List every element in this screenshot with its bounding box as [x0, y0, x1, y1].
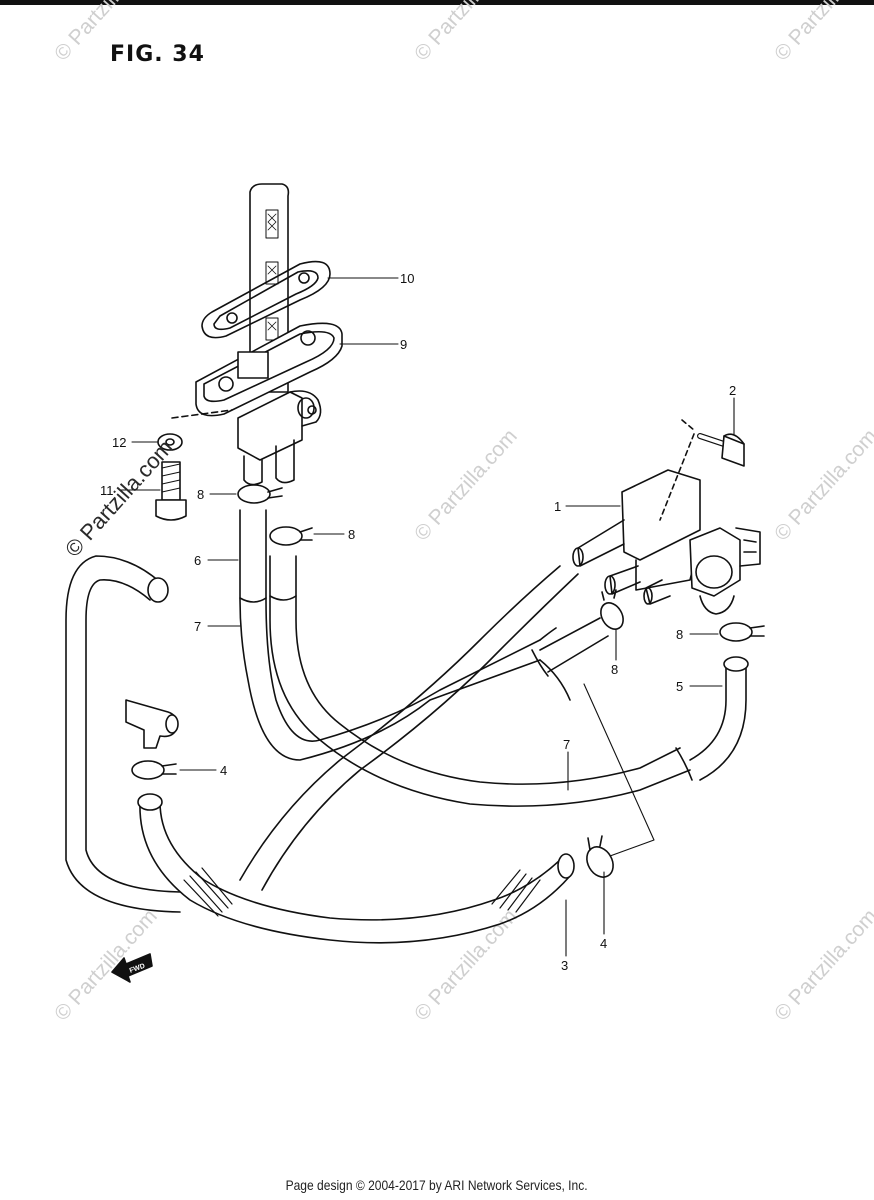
hose-clamp: [237, 484, 283, 504]
bolt: [697, 433, 745, 467]
callout-4: 4: [220, 763, 227, 778]
hose-clamp: [719, 622, 765, 642]
fuel-hose: [675, 656, 749, 781]
callout-11: 11: [100, 483, 114, 498]
fuel-valve-body: [171, 390, 322, 486]
callout-4: 4: [600, 936, 607, 951]
callout-7: 7: [194, 619, 201, 634]
fuel-hose: [137, 793, 575, 944]
top-border: [0, 0, 874, 5]
callout-3: 3: [561, 958, 568, 973]
callout-8: 8: [197, 487, 204, 502]
vent-hose: [65, 555, 181, 913]
callout-8: 8: [676, 627, 683, 642]
hose-clamp: [600, 589, 624, 630]
callout-2: 2: [729, 383, 736, 398]
t-fitting: [125, 699, 179, 749]
fuel-hose: [239, 565, 609, 891]
callout-5: 5: [676, 679, 683, 694]
callout-10: 10: [400, 271, 414, 286]
figure-title: FIG. 34: [110, 42, 205, 67]
callout-leaders: [119, 277, 735, 957]
callout-8: 8: [611, 662, 618, 677]
fwd-arrow-icon: FWD: [111, 953, 153, 983]
bolt: [155, 461, 187, 521]
hose-clamp: [131, 760, 177, 780]
callout-1: 1: [554, 499, 561, 514]
footer-credit: Page design © 2004-2017 by ARI Network S…: [0, 1177, 874, 1193]
callout-8: 8: [348, 527, 355, 542]
fuel-hose: [269, 555, 691, 807]
callout-12: 12: [112, 435, 126, 450]
vacuum-fuel-valve: [572, 419, 761, 615]
hose-clamp: [269, 526, 313, 546]
mounting-plate: [195, 322, 343, 417]
gasket: [201, 260, 331, 339]
hose-clamp: [586, 835, 614, 878]
callout-7: 7: [563, 737, 570, 752]
callout-9: 9: [400, 337, 407, 352]
callout-6: 6: [194, 553, 201, 568]
fuel-hose: [239, 509, 541, 761]
footer-text: Page design © 2004-2017 by ARI Network S…: [285, 1177, 588, 1193]
reference-line: [583, 683, 655, 857]
